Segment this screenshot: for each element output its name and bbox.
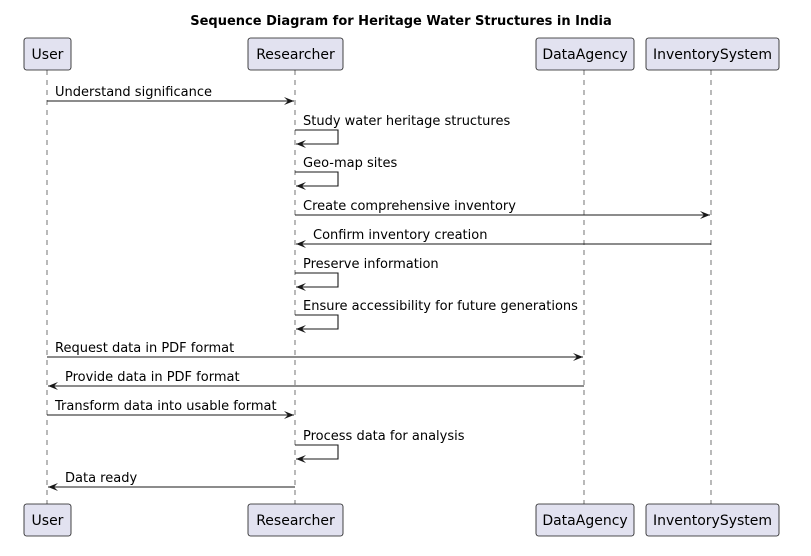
message-4: Create comprehensive inventory [295,199,710,219]
participant-inventory-bottom: InventorySystem [645,503,780,537]
message-label: Study water heritage structures [303,114,510,129]
self-message-line [295,314,339,330]
participant-dataagency-bottom: DataAgency [535,503,635,537]
arrowhead [296,325,306,333]
message-label: Create comprehensive inventory [303,199,516,214]
message-label: Provide data in PDF format [65,370,240,385]
self-message-line [295,171,339,187]
self-message-line [295,129,339,145]
participants: UserUserResearcherResearcherDataAgencyDa… [23,37,780,537]
arrowhead [700,211,710,219]
arrowhead [296,240,306,248]
message-6: Preserve information [295,257,439,291]
participant-user-top: User [23,37,72,71]
message-9: Provide data in PDF format [48,370,584,390]
participant-inventory-top: InventorySystem [645,37,780,71]
arrowhead [48,382,58,390]
message-5: Confirm inventory creation [296,228,711,248]
lifelines [46,70,712,504]
diagram-title: Sequence Diagram for Heritage Water Stru… [190,14,612,29]
participant-label: InventorySystem [653,47,772,63]
participant-label: DataAgency [542,513,627,529]
message-2: Study water heritage structures [295,114,510,148]
participant-box [645,37,780,71]
message-label: Geo-map sites [303,156,397,171]
message-3: Geo-map sites [295,156,397,190]
message-1: Understand significance [47,85,294,105]
participant-label: Researcher [256,513,335,529]
participant-box [535,37,635,71]
arrowhead [573,353,583,361]
message-label: Understand significance [55,85,212,100]
arrowhead [296,182,306,190]
participant-label: DataAgency [542,47,627,63]
arrowhead [48,483,58,491]
participant-box [247,503,344,537]
participant-box [23,37,72,71]
arrowhead [284,411,294,419]
participant-box [247,37,344,71]
self-message-line [295,444,339,460]
participant-researcher-bottom: Researcher [247,503,344,537]
message-12: Data ready [48,471,295,491]
participant-label: InventorySystem [653,513,772,529]
participant-box [645,503,780,537]
message-label: Preserve information [303,257,439,272]
message-label: Data ready [65,471,137,486]
message-label: Process data for analysis [303,429,465,444]
participant-user-bottom: User [23,503,72,537]
arrowhead [296,455,306,463]
message-label: Ensure accessibility for future generati… [303,299,578,314]
message-label: Request data in PDF format [55,341,234,356]
participant-box [535,503,635,537]
message-7: Ensure accessibility for future generati… [295,299,578,333]
message-10: Transform data into usable format [47,399,294,419]
participant-label: User [32,47,64,63]
participant-label: Researcher [256,47,335,63]
message-11: Process data for analysis [295,429,465,463]
participant-box [23,503,72,537]
message-8: Request data in PDF format [47,341,583,361]
participant-label: User [32,513,64,529]
participant-dataagency-top: DataAgency [535,37,635,71]
arrowhead [296,283,306,291]
arrowhead [284,97,294,105]
message-label: Confirm inventory creation [313,228,487,243]
arrowhead [296,140,306,148]
self-message-line [295,272,339,288]
message-label: Transform data into usable format [54,399,277,414]
participant-researcher-top: Researcher [247,37,344,71]
